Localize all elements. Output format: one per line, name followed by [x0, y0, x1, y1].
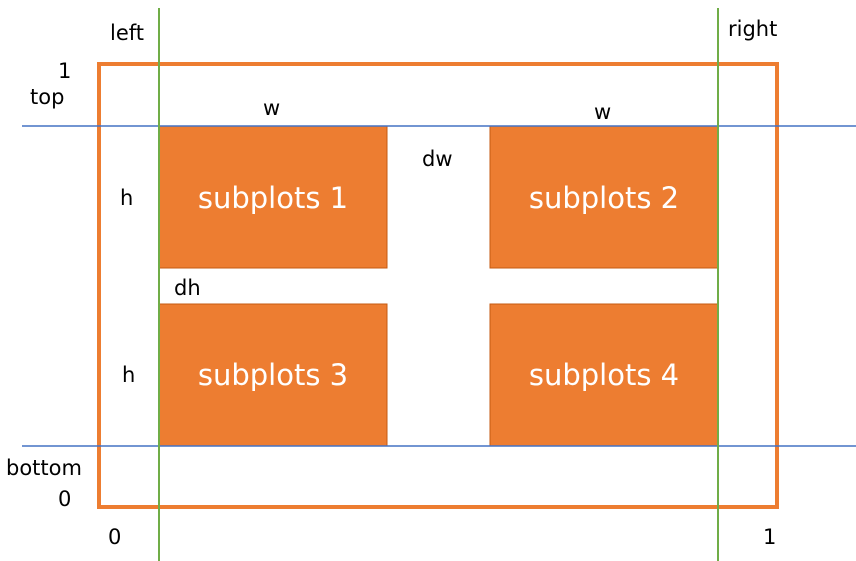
dh-label: dh [174, 276, 201, 300]
zero-bottom-label: 0 [58, 487, 71, 511]
subplot-2: subplots 2 [489, 125, 719, 269]
one-top-label: 1 [58, 59, 71, 83]
zero-left-label: 0 [108, 525, 121, 549]
h-label-1: h [120, 186, 133, 210]
subplot-4-label: subplots 4 [529, 358, 679, 392]
h-label-2: h [122, 363, 135, 387]
w-label-2: w [594, 100, 611, 124]
dw-label: dw [422, 147, 453, 171]
subplot-4: subplots 4 [489, 303, 719, 447]
one-right-label: 1 [763, 525, 776, 549]
subplot-2-label: subplots 2 [529, 181, 679, 215]
left-label: left [110, 21, 144, 45]
subplot-2-box [489, 125, 719, 269]
bottom-label: bottom [6, 456, 82, 480]
subplot-4-box [489, 303, 719, 447]
subplot-3-box [158, 303, 388, 447]
top-label: top [30, 85, 64, 109]
subplot-1: subplots 1 [158, 125, 388, 269]
subplot-3-label: subplots 3 [198, 358, 348, 392]
subplot-1-label: subplots 1 [198, 181, 348, 215]
subplot-3: subplots 3 [158, 303, 388, 447]
right-label: right [728, 17, 777, 41]
w-label-1: w [263, 96, 280, 120]
figure-frame [97, 62, 779, 509]
